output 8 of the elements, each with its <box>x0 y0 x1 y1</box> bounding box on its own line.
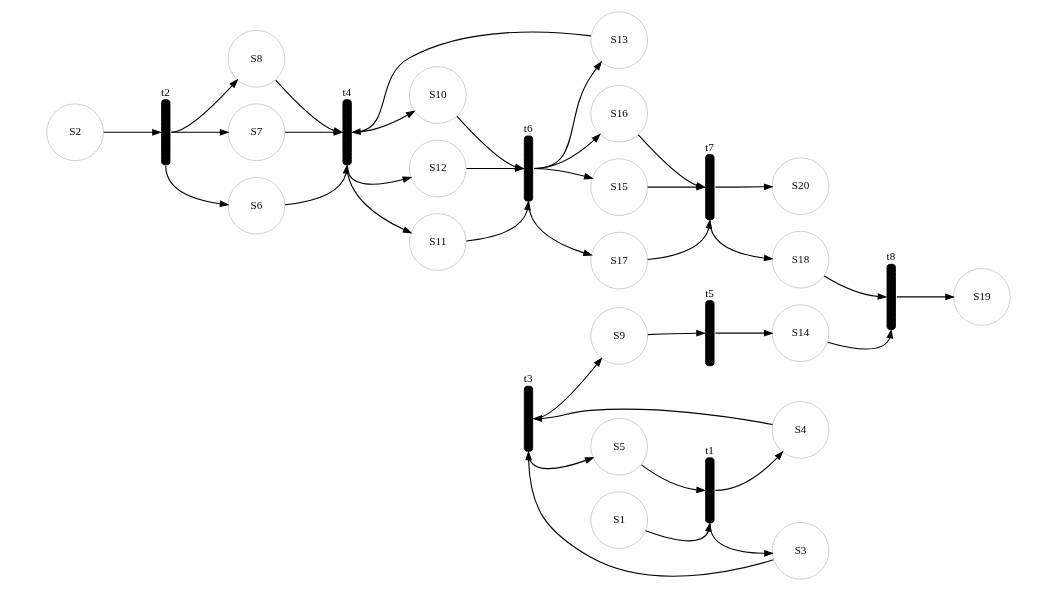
node-label: t1 <box>704 443 714 456</box>
node-label: t3 <box>523 372 533 385</box>
node-label: t2 <box>160 85 170 98</box>
node-label: t8 <box>886 250 895 263</box>
node-label: t5 <box>704 286 714 299</box>
node-label: t6 <box>523 121 533 134</box>
node-label: t4 <box>341 85 351 98</box>
node-label: t7 <box>704 140 714 153</box>
